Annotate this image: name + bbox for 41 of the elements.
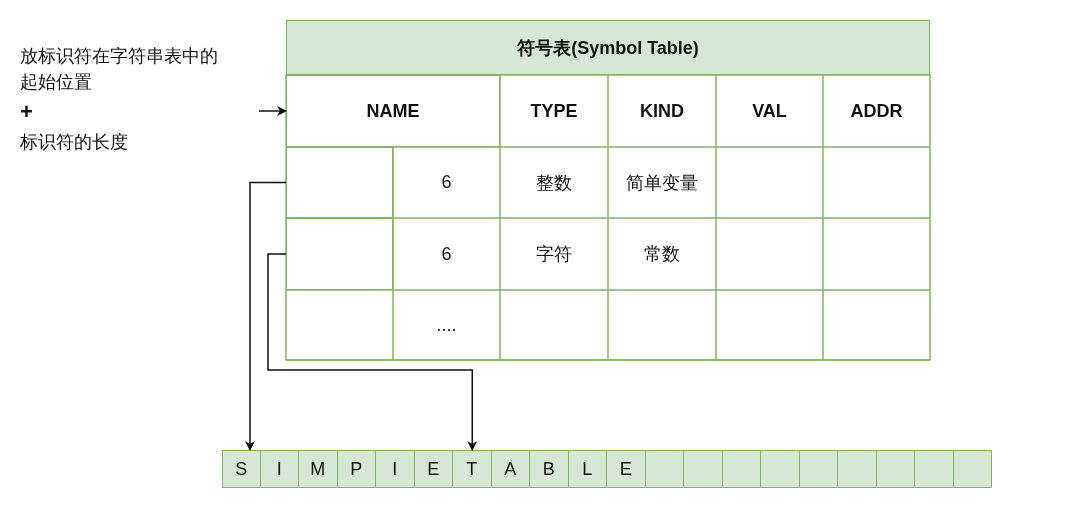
string-table-cell: L: [568, 450, 607, 488]
table-title-band: 符号表(Symbol Table): [286, 20, 930, 75]
arrow: [267, 253, 478, 451]
cell-text: 整数: [536, 171, 572, 195]
string-table-cell: [645, 450, 684, 488]
arrow: [245, 181, 287, 451]
column-header: KIND: [640, 100, 684, 122]
pointer-cell: [286, 218, 393, 290]
arrow: [258, 106, 287, 116]
string-table-cell: S: [222, 450, 261, 488]
cell-text: ....: [436, 314, 457, 336]
string-table-cell: [953, 450, 992, 488]
note-text: 放标识符在字符串表中的起始位置: [20, 45, 219, 94]
cell-text: 常数: [644, 243, 680, 266]
string-table-cell: [684, 450, 723, 488]
header-cell: NAME: [286, 75, 500, 147]
string-table-cell: T: [453, 450, 492, 488]
string-table-cell: [876, 450, 915, 488]
string-table-cell: I: [376, 450, 415, 488]
cell-text: 字符: [536, 243, 572, 266]
string-table-cell: E: [607, 450, 646, 488]
string-table-cell: [761, 450, 800, 488]
column-header: ADDR: [850, 100, 903, 122]
string-table-cell: [915, 450, 954, 488]
note-text: 标识符的长度: [20, 131, 128, 154]
plus-sign: +: [20, 99, 33, 125]
string-table-cell: I: [260, 450, 299, 488]
column-header: VAL: [752, 100, 787, 122]
string-table-cell: [838, 450, 877, 488]
string-table-cell: P: [337, 450, 376, 488]
cell-text: 6: [441, 172, 452, 193]
string-table-cell: E: [414, 450, 453, 488]
string-table-cell: [722, 450, 761, 488]
cell-text: 6: [441, 243, 452, 265]
column-header: TYPE: [530, 100, 578, 122]
string-table-cell: M: [299, 450, 338, 488]
string-table-cell: [799, 450, 838, 488]
string-table-cell: B: [530, 450, 569, 488]
cell-text: 简单变量: [626, 171, 698, 195]
pointer-cell: [286, 147, 393, 218]
string-table-cell: A: [491, 450, 530, 488]
